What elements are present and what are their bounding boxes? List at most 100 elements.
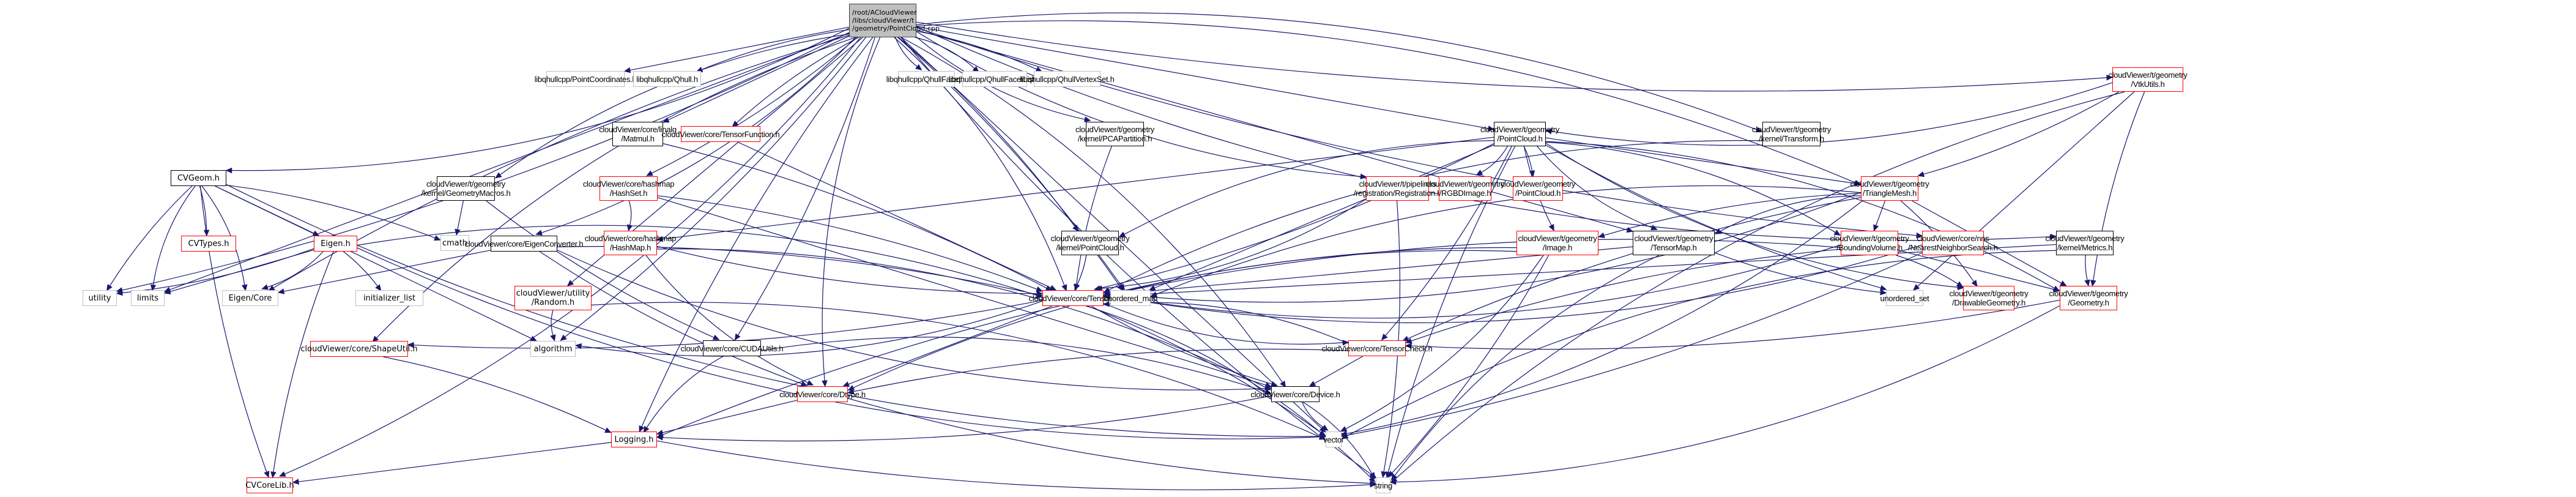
edge-root-to-cudautils (737, 37, 875, 336)
node-cvtypes[interactable]: CVTypes.h (181, 236, 236, 252)
node-cvcorelib[interactable]: CVCoreLib.h (245, 477, 294, 493)
node-label: cloudViewer/t/geometry /RGBDImage.h (1425, 179, 1505, 198)
edge-root-to-cvgeom (231, 28, 850, 171)
node-label: libqhullcpp/QhullFacetList.h (948, 74, 1041, 84)
node-rgbdimage[interactable]: cloudViewer/t/geometry /RGBDImage.h (1426, 176, 1505, 201)
edge-geommacros-to-cmath (457, 200, 464, 230)
node-cudautils[interactable]: cloudViewer/core/CUDAUtils.h (681, 340, 784, 356)
arrowhead-cvgeom (225, 167, 232, 174)
edge-eigenh-to-eigencore (267, 251, 324, 288)
edge-dtype-to-logging (662, 400, 798, 433)
node-kernel-pointcloud[interactable]: cloudViewer/t/geometry /kernel/PointClou… (1051, 231, 1130, 255)
arrowhead-string (1381, 471, 1387, 479)
node-root-file[interactable]: /root/ACloudViewer /libs/cloudViewer/t /… (849, 4, 940, 37)
arrowhead-geometryh (2053, 286, 2061, 293)
edge-vtkutils-to-pointcloudh (1551, 82, 2113, 146)
node-hashset[interactable]: cloudViewer/core/hashmap /HashSet.h (583, 176, 674, 201)
edge-cvgeom-to-vector (226, 184, 1321, 437)
edge-dtype-to-string (847, 398, 1371, 484)
node-hashmap[interactable]: cloudViewer/core/hashmap /HashMap.h (585, 231, 676, 255)
node-image[interactable]: cloudViewer/t/geometry /Image.h (1516, 231, 1598, 255)
arrowhead-tensor (1074, 283, 1080, 291)
arrowhead-unorderedset (1913, 284, 1920, 291)
node-vtkutils[interactable]: cloudViewer/t/geometry /VtkUtils.h (2109, 67, 2188, 92)
arrowhead-pointcoords (623, 67, 631, 73)
node-logging[interactable]: Logging.h (611, 432, 657, 447)
edge-cvgeom-to-cvcorelib (199, 185, 267, 473)
node-vector[interactable]: vector (1323, 432, 1344, 447)
edge-eigenconv-to-device (557, 250, 1266, 390)
node-geometry-pointcloud[interactable]: cloudViewer/geometry /PointCloud.h (1501, 176, 1576, 201)
node-eigen-core[interactable]: Eigen/Core (222, 290, 278, 306)
node-initializer-list[interactable]: initializer_list (355, 290, 423, 306)
node-nearestneighborsearch[interactable]: cloudViewer/core/nns /NearestNeighborSea… (1908, 231, 1998, 255)
node-transform[interactable]: cloudViewer/t/geometry /kernel/Transform… (1752, 122, 1831, 146)
node-qhull[interactable]: libqhullcpp/Qhull.h (633, 71, 701, 87)
node-dtype[interactable]: cloudViewer/core/Dtype.h (779, 386, 866, 402)
arrowhead-vector (1340, 426, 1348, 432)
edge-pointcloudh-to-unorderedset (1545, 144, 1881, 289)
node-pointcloud-h[interactable]: cloudViewer/t/geometry /PointCloud.h (1480, 122, 1559, 146)
edge-logging-to-string (656, 440, 1371, 490)
node-qhullfacet[interactable]: libqhullcpp/QhullFacet.h (886, 71, 967, 87)
arrowhead-string (1369, 472, 1375, 479)
node-qhullvertexset[interactable]: libqhullcpp/QhullVertexSet.h (1020, 71, 1115, 87)
edge-registration-to-tensor (1102, 198, 1367, 289)
edge-root-to-qhull (701, 29, 850, 70)
node-unordered-map[interactable]: unordered_map (1104, 290, 1157, 306)
edge-eigenh-to-cvcorelib (273, 251, 334, 473)
node-shapeutil[interactable]: cloudViewer/core/ShapeUtil.h (300, 341, 418, 357)
node-tensormap[interactable]: cloudViewer/t/geometry /TensorMap.h (1633, 231, 1715, 255)
edge-eigenh-to-utility (122, 248, 314, 294)
edge-pointcloudh-to-kernelpointcloud (1124, 140, 1494, 235)
node-pcapartition[interactable]: cloudViewer/t/geometry /kernel/PCAPartit… (1075, 122, 1154, 146)
node-cmath[interactable]: cmath (440, 235, 469, 251)
node-registration[interactable]: cloudViewer/t/pipelines /registration/Re… (1354, 176, 1441, 201)
node-eigen-h[interactable]: Eigen.h (314, 236, 357, 252)
node-trianglemesh[interactable]: cloudViewer/t/geometry /TriangleMesh.h (1850, 176, 1929, 201)
edge-hashmap-to-device (656, 248, 1266, 388)
node-tensorcheck[interactable]: cloudViewer/core/TensorCheck.h (1322, 340, 1433, 356)
arrowhead-cvcorelib (292, 479, 300, 485)
edge-cvgeom-to-limits (152, 185, 196, 285)
node-label: cloudViewer/t/geometry /TensorMap.h (1634, 234, 1713, 252)
node-drawablegeometry[interactable]: cloudViewer/t/geometry /DrawableGeometry… (1950, 286, 2029, 310)
node-utility[interactable]: utility (83, 290, 117, 306)
edge-metrics-to-tensor (1108, 244, 2057, 297)
node-geometry-h[interactable]: cloudViewer/t/geometry /Geometry.h (2049, 286, 2128, 310)
edge-vtkutils-to-string (1395, 91, 2125, 479)
node-metrics[interactable]: cloudViewer/t/geometry /kernel/Metrics.h (2046, 231, 2125, 255)
node-tensorfunction[interactable]: cloudViewer/core/TensorFunction.h (662, 126, 780, 142)
arrowhead-device (1265, 385, 1272, 392)
node-device[interactable]: cloudViewer/core/Device.h (1250, 386, 1340, 402)
edge-root-to-vtkutils (916, 21, 2107, 92)
edge-trianglemesh-to-unorderedmap (1156, 185, 1861, 295)
arrowhead-algorithm (574, 343, 582, 349)
node-pointcoordinates[interactable]: libqhullcpp/PointCoordinates.h (535, 71, 637, 87)
node-string[interactable]: string (1374, 477, 1392, 493)
node-matmul[interactable]: cloudViewer/core/linalg /Matmul.h (599, 122, 677, 146)
edge-root-to-transform (916, 12, 1758, 130)
node-label: cloudViewer/geometry /PointCloud.h (1500, 179, 1576, 198)
node-algorithm[interactable]: algorithm (530, 341, 576, 357)
edge-shapeutil-to-logging (383, 356, 606, 431)
node-qhullfacetlist[interactable]: libqhullcpp/QhullFacetList.h (949, 71, 1041, 87)
edge-transform-to-tensor (1108, 140, 1763, 291)
node-unordered-set[interactable]: unordered_set (1880, 290, 1929, 306)
edge-pointcloudh-to-geometryh (1545, 141, 2055, 289)
edge-root-to-device (901, 37, 1283, 383)
edge-tensorfunc-to-tensor (737, 141, 1052, 288)
node-random[interactable]: cloudViewer/utility /Random.h (514, 286, 592, 310)
edge-pointcloudh-to-tensorcheck (1385, 146, 1512, 336)
edge-pointcloudh-to-tensor (1099, 143, 1494, 289)
node-limits[interactable]: limits (131, 290, 165, 306)
node-cvgeom[interactable]: CVGeom.h (171, 170, 226, 186)
node-eigenconverter[interactable]: cloudViewer/core/EigenConverter.h (465, 236, 584, 252)
node-tensor[interactable]: cloudViewer/core/Tensor.h (1029, 290, 1118, 306)
node-geometrymacros[interactable]: cloudViewer/t/geometry /kernel/GeometryM… (421, 176, 511, 201)
edge-hashmap-to-tensor (656, 245, 1037, 294)
edge-root-to-geommacros (499, 34, 850, 175)
node-boundingvolume[interactable]: cloudViewer/t/geometry /BoundingVolume.h (1830, 231, 1909, 255)
node-label: cloudViewer/core/nns /NearestNeighborSea… (1908, 234, 1998, 252)
arrowhead-boundingvolume (1873, 224, 1879, 232)
